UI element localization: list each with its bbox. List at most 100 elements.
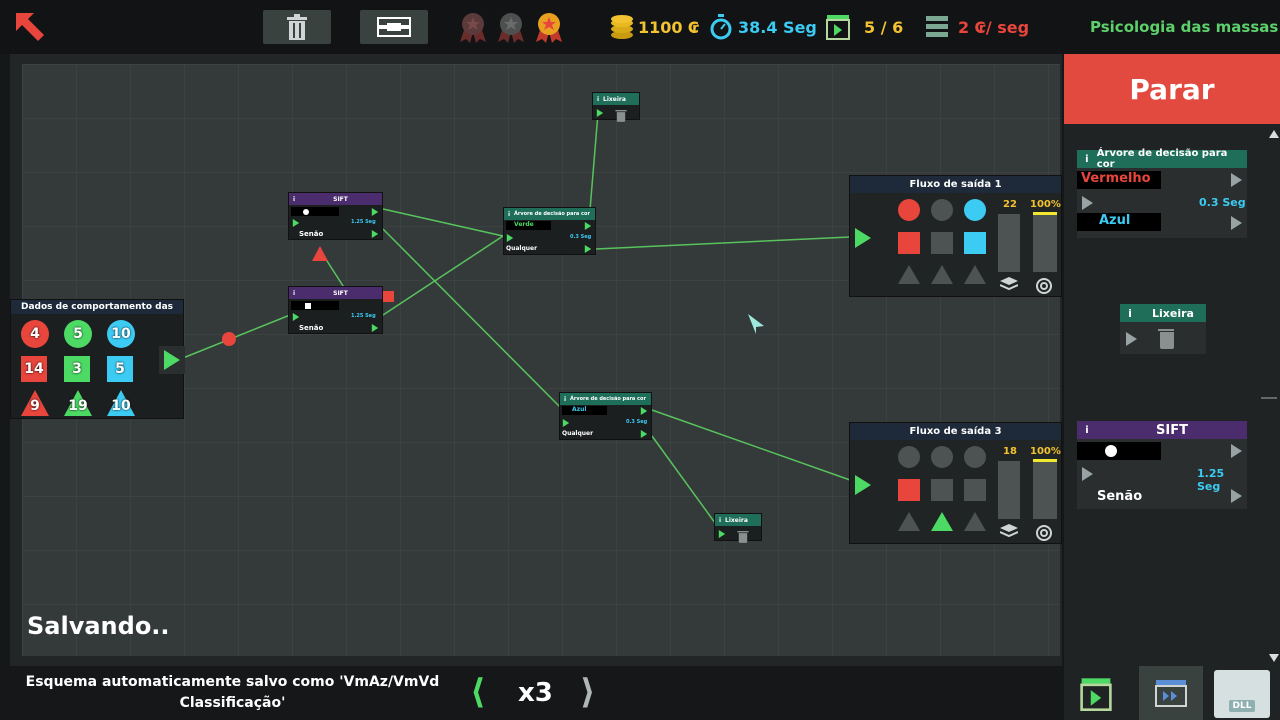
sift-1-else-port[interactable] [371,230,379,238]
rate-display: 2 ₢/ seg [926,0,1029,54]
tree-2-in-port[interactable] [562,419,570,427]
flow-tool-button[interactable] [1139,666,1203,720]
trash-1-in-port[interactable] [596,109,604,117]
grid[interactable] [22,64,1060,656]
tree-1-in-port[interactable] [506,234,514,242]
trash-node-2-header: i Lixeira [715,514,761,526]
target-empty-square [964,479,986,501]
panel-sift-in-port[interactable] [1082,467,1093,481]
panel-tree-match-port[interactable] [1231,173,1242,187]
speed-increase-button[interactable]: ⟩ [580,672,596,712]
tree-node-1-header: i Árvore de decisão para cor [504,208,595,220]
green-circle-count: 5 [64,320,92,348]
panel-tree-header: i Árvore de decisão para cor [1077,148,1247,170]
trash-node-1-header: i Lixeira [593,93,639,105]
target-icon [1036,278,1052,294]
target-empty-circle [964,446,986,468]
sift-node-1-header: i SIFT [289,193,382,205]
dll-tool-button[interactable]: DLL [1214,670,1270,718]
levels-value: 5 / 6 [864,17,904,37]
server-icon [926,16,948,37]
play-icon [164,350,180,370]
tree-node-2[interactable]: i Árvore de decisão para cor Azul 0.3 Se… [559,392,652,440]
panel-tree-select[interactable]: Vermelho [1077,171,1161,189]
sift-2-in-port[interactable] [292,313,300,321]
panel-tree-node[interactable]: i Árvore de decisão para cor Vermelho 0.… [1077,148,1247,238]
save-message: Esquema automaticamente salvo como 'VmAz… [25,674,440,711]
stopwatch-icon [710,14,732,40]
circle-filter-icon [303,208,309,215]
sift-2-else-port[interactable] [371,324,379,332]
side-panel: Parar i Árvore de decisão para cor Verme… [1064,54,1280,666]
target-empty-triangle [964,265,986,284]
progress-fill [1033,212,1057,272]
sift-node-2[interactable]: i SIFT 1.25 Seg Senão [288,286,383,334]
tree-1-any-port[interactable] [584,245,592,253]
delete-button[interactable] [263,10,331,44]
blue-triangle-count: 10 [107,390,135,416]
trash-icon [737,530,749,543]
output-node-1-title: Fluxo de saída 1 [850,176,1061,193]
layout-icon [377,17,411,37]
panel-trash-in-port[interactable] [1126,332,1137,346]
target-empty-triangle [931,265,953,284]
coins-display: 1100 ₢ [610,0,699,54]
sift-1-out-port[interactable] [371,208,379,216]
back-button[interactable] [14,0,46,54]
output-tool-button[interactable] [1076,674,1116,714]
output-3-in-port[interactable] [855,475,871,495]
trash-2-in-port[interactable] [718,530,726,538]
tree-1-select[interactable]: Verde [506,221,551,230]
red-triangle-count: 9 [21,390,49,416]
panel-tree-any-port[interactable] [1231,216,1242,230]
layers-icon [1000,277,1018,291]
trash-node-2[interactable]: i Lixeira [714,513,762,543]
layout-button[interactable] [360,10,428,44]
panel-sift-node[interactable]: i SIFT 1.25 Seg Senão [1077,421,1247,509]
tree-2-any-port[interactable] [640,430,648,438]
output-1-in-port[interactable] [855,228,871,248]
speed-decrease-button[interactable]: ⟨ [470,672,486,712]
red-square-count: 14 [21,356,47,382]
output-1-targets [898,199,986,284]
tree-2-select[interactable]: Azul [562,406,607,415]
panel-tree-select-2[interactable]: Azul [1077,213,1161,231]
board[interactable] [10,54,1062,666]
input-output-port[interactable] [159,346,185,374]
output-node-1[interactable]: Fluxo de saída 1 22 100% [849,175,1062,297]
layers-icon [1000,524,1018,538]
panel-trash-node[interactable]: i Lixeira [1120,304,1206,354]
panel-tree-in-port[interactable] [1082,196,1093,210]
output-node-3[interactable]: Fluxo de saída 3 18 100% [849,422,1062,544]
progress-bar [1033,459,1057,519]
scroll-down-icon[interactable] [1269,654,1279,662]
stop-button[interactable]: Parar [1064,54,1280,124]
tree-1-match-port[interactable] [584,222,592,230]
dll-label: DLL [1228,700,1256,712]
input-node[interactable]: Dados de comportamento das 4 5 10 14 3 5… [10,299,185,419]
speed-value: x3 [518,678,553,708]
target-empty-triangle [964,512,986,531]
tree-node-1[interactable]: i Árvore de decisão para cor Verde 0.3 S… [503,207,596,255]
target-empty-triangle [898,265,920,284]
sift-1-in-port[interactable] [292,219,300,227]
panel-sift-selector[interactable] [1077,442,1161,460]
panel-trash-header: i Lixeira [1120,304,1206,322]
scrollbar-thumb[interactable] [1261,397,1277,399]
trash-node-1[interactable]: i Lixeira [592,92,640,122]
sift-node-1[interactable]: i SIFT 1.25 Seg Senão [288,192,383,240]
output-icon [826,15,850,40]
count-bar [998,214,1020,272]
trash-icon [287,14,307,40]
sift-2-selector[interactable] [291,301,339,310]
panel-sift-out-port[interactable] [1231,444,1242,458]
tree-2-match-port[interactable] [640,407,648,415]
sift-1-selector[interactable] [291,207,339,216]
tree-node-2-header: i Árvore de decisão para cor [560,393,651,405]
medal-icon [536,13,562,43]
trash-icon [1158,329,1174,349]
trash-icon [615,109,627,122]
panel-sift-else-port[interactable] [1231,489,1242,503]
scroll-up-icon[interactable] [1269,130,1279,138]
coin-icon [611,15,633,39]
